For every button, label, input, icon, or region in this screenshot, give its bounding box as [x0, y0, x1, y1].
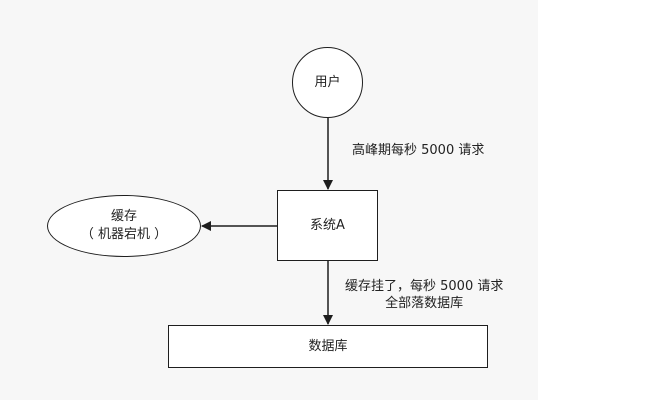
edge-label-user-to-system: 高峰期每秒 5000 请求 [352, 143, 485, 158]
edge-label-line-2: 全部落数据库 [385, 296, 464, 311]
system-node-label: 系统A [310, 217, 345, 233]
cache-node: 缓存 （ 机器宕机 ） [47, 195, 201, 257]
database-node: 数据库 [168, 325, 488, 368]
cache-node-label: 缓存 [110, 209, 137, 224]
edge-label-line-1: 缓存挂了，每秒 5000 请求 [345, 279, 504, 294]
user-node-label: 用户 [314, 74, 341, 90]
edge-label-system-to-database: 缓存挂了，每秒 5000 请求 全部落数据库 [345, 278, 503, 312]
cache-node-status: （ 机器宕机 ） [80, 227, 168, 242]
database-node-label: 数据库 [308, 338, 348, 354]
system-node: 系统A [277, 190, 378, 261]
user-node: 用户 [292, 47, 363, 118]
